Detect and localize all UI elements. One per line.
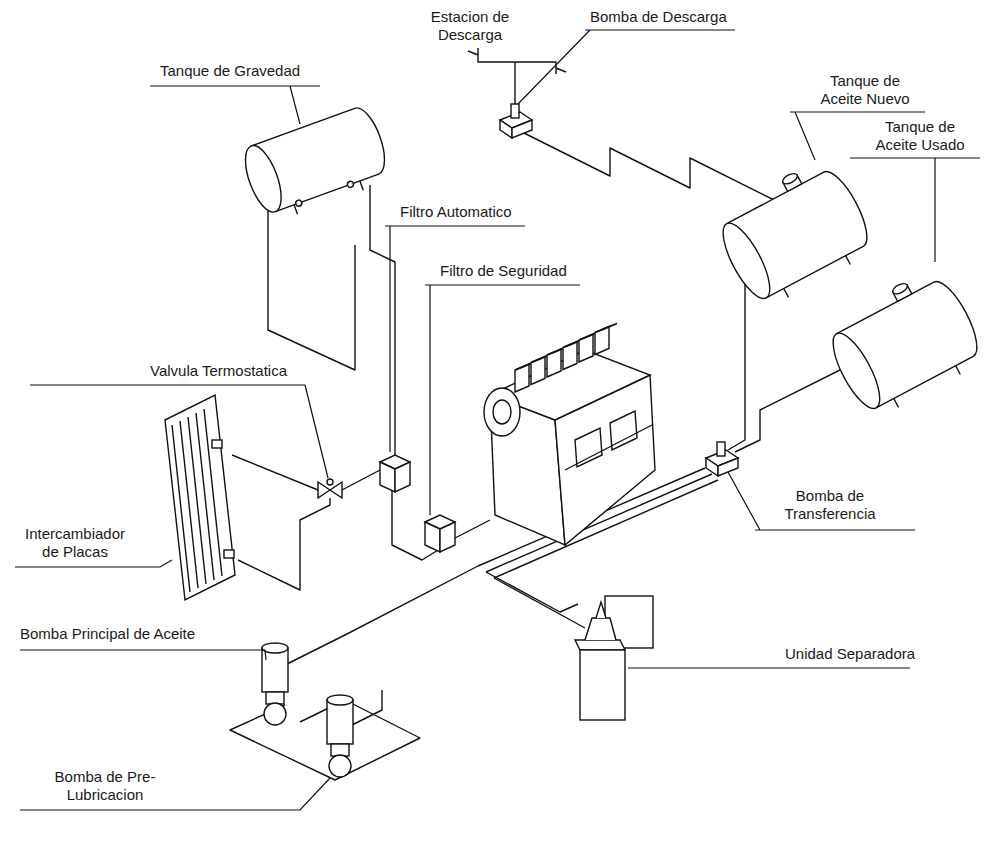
pipe	[268, 192, 355, 370]
pump-base	[706, 458, 718, 476]
tank-dome	[781, 171, 799, 186]
pump-motor	[717, 442, 725, 456]
filter-box	[380, 462, 395, 492]
exchanger-plates	[172, 409, 222, 592]
cylinder-head	[547, 349, 561, 377]
tank-end	[238, 141, 288, 216]
leader-lines	[15, 30, 980, 810]
tanks	[238, 104, 990, 424]
gravity-tank	[238, 104, 395, 226]
filter-box	[425, 522, 440, 552]
pump-volute	[329, 755, 351, 777]
pump-coupling	[266, 692, 284, 704]
pipe	[494, 578, 585, 628]
filter-box	[395, 462, 410, 492]
part-label: Filtro de Seguridad	[440, 262, 567, 280]
leader-line	[628, 667, 910, 668]
leader-line	[850, 158, 980, 262]
part-label: Valvula Termostatica	[150, 362, 287, 380]
safety-filter	[425, 515, 455, 552]
engine-detail	[565, 411, 652, 470]
tank-end	[714, 217, 778, 304]
turbocharger	[484, 388, 520, 436]
used-oil-tank	[818, 263, 991, 423]
new-oil-tank	[708, 153, 881, 313]
engine	[484, 324, 655, 546]
cylinder-head	[579, 334, 593, 362]
part-label: Tanque de Aceite Usado	[870, 118, 970, 154]
leader-line	[425, 285, 580, 515]
separator-unit	[575, 596, 653, 720]
separator-top	[575, 640, 625, 650]
pump-motor	[511, 104, 519, 118]
cylinder-head	[515, 364, 529, 392]
pump-motor	[327, 700, 353, 744]
tank-leg	[894, 366, 961, 408]
pipe	[486, 572, 578, 612]
pump-motor	[327, 695, 353, 705]
equipment	[165, 104, 738, 777]
pipe	[522, 132, 778, 202]
part-label: Bomba de Pre- Lubricacion	[50, 768, 160, 804]
part-label: Tanque de Aceite Nuevo	[815, 72, 915, 108]
thermostatic-valve	[327, 479, 333, 485]
plate-heat-exchanger	[165, 395, 235, 600]
nozzle	[295, 199, 303, 207]
part-label: Unidad Separadora	[785, 645, 915, 663]
part-label: Bomba de Descarga	[590, 8, 727, 26]
transfer-pump	[706, 442, 738, 476]
pump-motor	[262, 643, 288, 653]
nozzle	[347, 180, 355, 188]
part-label: Filtro Automatico	[400, 203, 512, 221]
tank-leg	[784, 256, 851, 298]
exchanger-port	[212, 440, 222, 448]
part-label: Tanque de Gravedad	[160, 62, 300, 80]
leader-line	[728, 472, 915, 530]
pump-coupling	[331, 744, 349, 756]
leader-line	[15, 560, 172, 567]
leader-line	[150, 86, 320, 124]
pipe	[514, 62, 515, 108]
tank-dome	[891, 281, 909, 296]
part-label: Intercambiador de Placas	[15, 525, 135, 561]
cylinder-head	[595, 324, 617, 333]
pump-base	[512, 120, 532, 138]
part-label: Bomba de Transferencia	[770, 487, 890, 523]
leader-line	[518, 30, 735, 104]
separator-bowl	[585, 618, 616, 640]
pipe	[230, 700, 420, 780]
pump-base	[718, 458, 738, 476]
exchanger-port	[224, 550, 234, 558]
tank-end	[824, 327, 888, 414]
turbocharger	[493, 400, 511, 424]
cylinder-head	[563, 342, 577, 370]
pipe	[232, 455, 318, 490]
pipe	[238, 498, 330, 590]
exchanger-frame	[165, 395, 235, 600]
part-label: Estacion de Descarga	[415, 8, 525, 44]
pump-volute	[264, 703, 286, 725]
pump-base	[500, 120, 512, 138]
filter-box	[440, 522, 455, 552]
automatic-filter	[380, 455, 410, 492]
pipe	[285, 566, 478, 665]
pre-lubrication-pump	[327, 695, 353, 777]
separator-base	[580, 650, 625, 720]
separator-bowl	[596, 602, 606, 618]
part-label: Bomba Principal de Aceite	[20, 625, 195, 643]
leader-line	[20, 650, 266, 660]
pipe	[342, 470, 380, 490]
pipe	[352, 690, 382, 725]
leader-line	[30, 385, 328, 478]
tank-leg	[294, 181, 363, 214]
pipe	[735, 360, 860, 452]
leader-line	[385, 226, 525, 452]
cylinder-head	[531, 357, 545, 385]
pipework	[230, 48, 860, 780]
cylinder-head	[595, 327, 609, 355]
discharge-pump	[500, 104, 532, 138]
